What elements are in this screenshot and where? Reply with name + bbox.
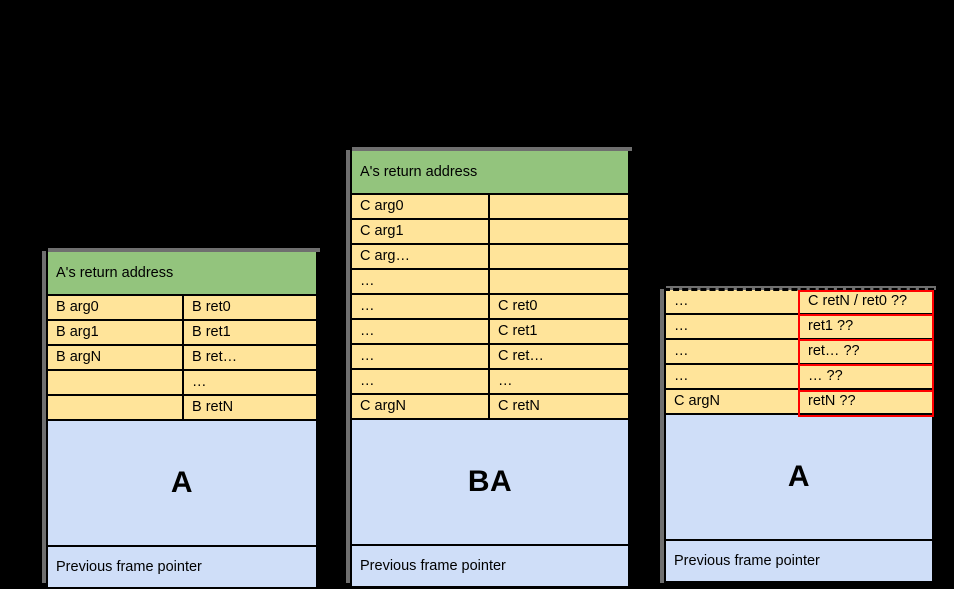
stack-middle-ret-cell: … [490, 370, 628, 393]
stack-middle-arg-cell: C arg1 [352, 220, 490, 243]
stack-left-ret-cell: B ret1 [184, 321, 316, 344]
stack-middle-ret-cell [490, 245, 628, 268]
stack-left-top-shadow [48, 248, 320, 252]
stack-left-ret-cell: B retN [184, 396, 316, 419]
stack-middle-frame-pointer-row: Previous frame pointer [350, 546, 630, 588]
stack-middle-ret-cell [490, 270, 628, 293]
stack-left-return-address-row: A's return address [46, 252, 318, 296]
table-row: B argN B ret… [46, 346, 318, 371]
stack-right-frame-body-label: A [666, 415, 932, 539]
stack-left: A's return address B arg0 B ret0 B arg1 … [42, 248, 320, 589]
stack-right-ret-cell: … ?? [800, 365, 932, 388]
table-row: C argN C retN [350, 395, 630, 420]
stack-left-ret-cell: B ret0 [184, 296, 316, 319]
stack-middle-arg-cell: … [352, 270, 490, 293]
table-row: C arg1 [350, 220, 630, 245]
stack-left-frame-body-row: A [46, 421, 318, 547]
stack-left-frame-pointer-row: Previous frame pointer [46, 547, 318, 589]
stack-middle-frame-body-label: BA [352, 420, 628, 544]
stack-left-arg-cell [48, 396, 184, 419]
stack-middle-arg-cell: … [352, 295, 490, 318]
table-row: … … ?? [664, 365, 934, 390]
table-row: … C ret1 [350, 320, 630, 345]
table-row: B arg0 B ret0 [46, 296, 318, 321]
stack-left-arg-cell: B arg1 [48, 321, 184, 344]
table-row: … ret… ?? [664, 340, 934, 365]
stack-middle-arg-cell: … [352, 345, 490, 368]
table-row: C arg0 [350, 195, 630, 220]
stack-middle-ret-cell: C ret1 [490, 320, 628, 343]
stack-left-side-shadow [42, 251, 46, 583]
table-row: B arg1 B ret1 [46, 321, 318, 346]
table-row: C arg… [350, 245, 630, 270]
stack-right-side-shadow [660, 289, 664, 583]
stack-middle-ret-cell [490, 195, 628, 218]
stack-right-arg-cell: … [666, 290, 800, 313]
stack-right-arg-cell: … [666, 315, 800, 338]
stack-middle-ret-cell: C ret… [490, 345, 628, 368]
stack-middle: A's return address C arg0 C arg1 C arg… … [346, 147, 632, 588]
stack-middle-ret-cell: C retN [490, 395, 628, 418]
stack-right-ret-cell: retN ?? [800, 390, 932, 413]
stack-middle-arg-cell: C argN [352, 395, 490, 418]
stack-middle-arg-cell: … [352, 320, 490, 343]
stack-left-arg-cell: B arg0 [48, 296, 184, 319]
stack-left-arg-cell: B argN [48, 346, 184, 369]
stack-middle-ret-cell: C ret0 [490, 295, 628, 318]
stack-middle-return-address-row: A's return address [350, 151, 630, 195]
table-row: … [46, 371, 318, 396]
table-row: … C ret… [350, 345, 630, 370]
stack-right-top-shadow [666, 286, 936, 290]
stack-middle-arg-cell: … [352, 370, 490, 393]
stack-right-frame-pointer-label: Previous frame pointer [666, 541, 932, 581]
stack-middle-frame-pointer-label: Previous frame pointer [352, 546, 628, 586]
table-row: … ret1 ?? [664, 315, 934, 340]
stack-middle-top-shadow [352, 147, 632, 151]
stack-right-arg-cell: … [666, 365, 800, 388]
stack-right-arg-cell: … [666, 340, 800, 363]
stack-middle-return-address-label: A's return address [352, 151, 628, 193]
stack-left-ret-cell: B ret… [184, 346, 316, 369]
stack-right-ret-cell: ret… ?? [800, 340, 932, 363]
table-row: B retN [46, 396, 318, 421]
stack-right: … C retN / ret0 ?? … ret1 ?? … ret… ?? …… [660, 286, 936, 583]
stack-middle-arg-cell: C arg0 [352, 195, 490, 218]
table-row: … [350, 270, 630, 295]
stack-left-frame-body-label: A [48, 421, 316, 545]
table-row: C argN retN ?? [664, 390, 934, 415]
stack-middle-arg-cell: C arg… [352, 245, 490, 268]
stack-left-return-address-label: A's return address [48, 252, 316, 294]
table-row: … C retN / ret0 ?? [664, 290, 934, 315]
stack-right-ret-cell: C retN / ret0 ?? [800, 290, 932, 313]
stack-left-frame-pointer-label: Previous frame pointer [48, 547, 316, 587]
stack-right-arg-cell: C argN [666, 390, 800, 413]
table-row: … … [350, 370, 630, 395]
table-row: … C ret0 [350, 295, 630, 320]
stack-right-frame-body-row: A [664, 415, 934, 541]
stack-right-ret-cell: ret1 ?? [800, 315, 932, 338]
stack-left-arg-cell [48, 371, 184, 394]
stack-middle-ret-cell [490, 220, 628, 243]
stack-middle-frame-body-row: BA [350, 420, 630, 546]
stack-middle-side-shadow [346, 150, 350, 583]
stack-right-frame-pointer-row: Previous frame pointer [664, 541, 934, 583]
stack-left-ret-cell: … [184, 371, 316, 394]
